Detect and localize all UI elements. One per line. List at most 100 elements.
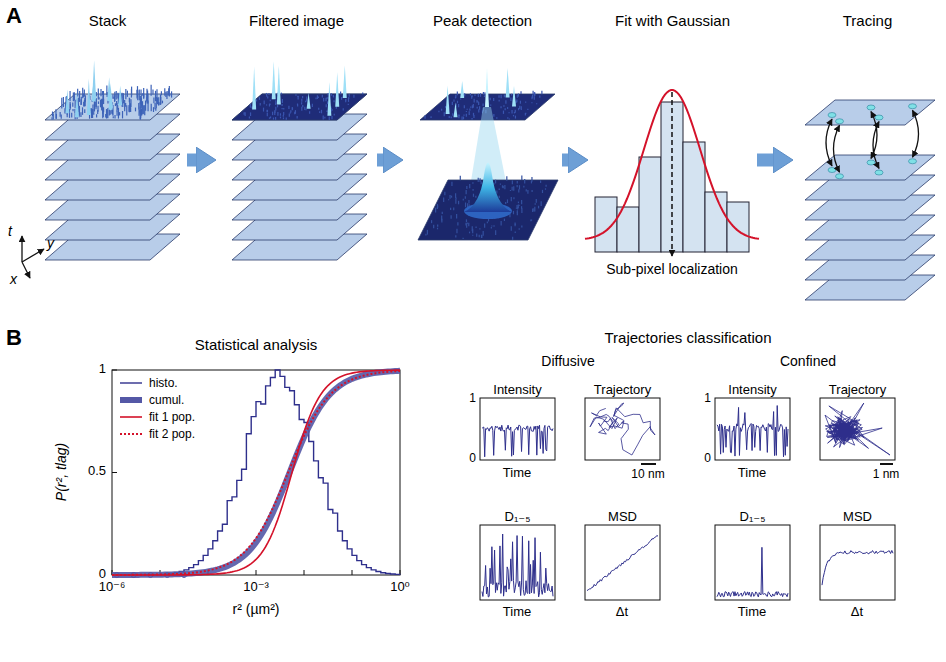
scale-bar bbox=[641, 463, 656, 465]
step-panel: Tracing bbox=[795, 12, 940, 312]
step-panel: Peak detection bbox=[405, 12, 560, 302]
node-title: D₁₋₅ bbox=[740, 510, 766, 525]
noise-spike bbox=[453, 100, 454, 102]
noise-spike bbox=[81, 97, 82, 105]
noise-spike bbox=[517, 94, 518, 97]
noise-spike bbox=[517, 207, 518, 209]
noise-spike bbox=[55, 109, 56, 119]
noise-spike bbox=[349, 94, 350, 97]
noise-spike bbox=[115, 103, 116, 106]
signal-spike bbox=[65, 90, 69, 114]
noise-spike bbox=[499, 188, 500, 190]
noise-spike bbox=[478, 102, 479, 105]
noise-spike bbox=[98, 97, 99, 99]
noise-spike bbox=[437, 207, 438, 209]
axis-label: t bbox=[8, 224, 12, 239]
noise-spike bbox=[82, 88, 83, 99]
legend-line bbox=[120, 433, 142, 435]
noise-spike bbox=[245, 112, 246, 116]
axis-title: Δt bbox=[851, 605, 863, 619]
noise-spike bbox=[511, 226, 512, 231]
noise-spike bbox=[306, 96, 307, 100]
noise-spike bbox=[451, 117, 452, 119]
signal-spike bbox=[327, 82, 331, 115]
noise-spike bbox=[491, 225, 492, 226]
noise-spike bbox=[116, 111, 117, 116]
noise-spike bbox=[437, 224, 438, 226]
noise-spike bbox=[114, 92, 115, 102]
noise-spike bbox=[516, 99, 517, 102]
plot-frame bbox=[112, 370, 400, 575]
noise-spike bbox=[493, 114, 494, 117]
node-title: Fit with Gaussian bbox=[615, 12, 730, 29]
noise-spike bbox=[532, 208, 533, 212]
noise-spike bbox=[165, 92, 166, 97]
noise-spike bbox=[283, 117, 284, 119]
noise-spike bbox=[513, 197, 514, 199]
legend-text: fit 2 pop. bbox=[148, 427, 196, 441]
noise-spike bbox=[442, 212, 443, 214]
noise-spike bbox=[100, 100, 101, 107]
step-arrow bbox=[562, 154, 576, 167]
histogram-bar bbox=[727, 202, 749, 252]
noise-spike bbox=[123, 93, 124, 98]
noise-spike bbox=[114, 96, 115, 102]
noise-spike bbox=[521, 225, 522, 227]
node-title: MSD bbox=[608, 510, 637, 525]
legend-text: cumul. bbox=[148, 393, 185, 407]
noise-spike bbox=[443, 197, 444, 202]
noise-spike bbox=[137, 90, 138, 100]
node-title: Trajectory bbox=[829, 383, 886, 398]
tick-label: 0 bbox=[469, 452, 476, 465]
noise-spike bbox=[519, 185, 520, 189]
noise-spike bbox=[256, 99, 257, 101]
noise-spike bbox=[98, 101, 99, 104]
particle-spot bbox=[867, 105, 875, 110]
noise-spike bbox=[513, 186, 514, 191]
axis-label: x bbox=[10, 272, 17, 287]
noise-spike bbox=[322, 95, 323, 98]
signal-spike bbox=[335, 72, 339, 106]
signal-spike bbox=[512, 86, 516, 107]
noise-spike bbox=[500, 184, 501, 185]
noise-spike bbox=[301, 99, 302, 102]
noise-spike bbox=[107, 108, 108, 118]
noise-spike bbox=[501, 95, 502, 98]
noise-spike bbox=[249, 116, 250, 118]
noise-spike bbox=[264, 101, 265, 105]
noise-spike bbox=[469, 111, 470, 115]
noise-spike bbox=[466, 111, 467, 112]
signal-spike bbox=[506, 68, 510, 97]
noise-spike bbox=[525, 102, 526, 103]
noise-spike bbox=[155, 98, 156, 101]
noise-spike bbox=[507, 117, 508, 119]
noise-spike bbox=[116, 101, 117, 105]
noise-spike bbox=[479, 235, 480, 237]
signal-spike bbox=[454, 103, 458, 118]
noise-spike bbox=[541, 201, 542, 206]
noise-spike bbox=[515, 231, 516, 233]
noise-spike bbox=[469, 232, 470, 234]
noise-spike bbox=[126, 105, 127, 115]
noise-spike bbox=[490, 98, 491, 101]
image-frame bbox=[805, 155, 935, 180]
noise-spike bbox=[507, 107, 508, 109]
noise-spike bbox=[268, 93, 269, 95]
noise-spike bbox=[290, 112, 291, 113]
msd-curve bbox=[822, 550, 893, 585]
noise-spike bbox=[498, 95, 499, 98]
noise-spike bbox=[468, 200, 469, 204]
noise-spike bbox=[289, 114, 290, 117]
noise-spike bbox=[445, 106, 446, 108]
noise-spike bbox=[340, 91, 341, 94]
noise-spike bbox=[490, 105, 491, 106]
noise-spike bbox=[277, 112, 278, 116]
noise-spike bbox=[302, 105, 303, 107]
section-title: Trajectories classification bbox=[605, 330, 772, 347]
signal-spike bbox=[446, 86, 450, 115]
noise-spike bbox=[473, 115, 474, 118]
noise-spike bbox=[456, 229, 457, 233]
noise-spike bbox=[483, 104, 484, 106]
noise-spike bbox=[463, 199, 464, 201]
noise-spike bbox=[505, 100, 506, 103]
